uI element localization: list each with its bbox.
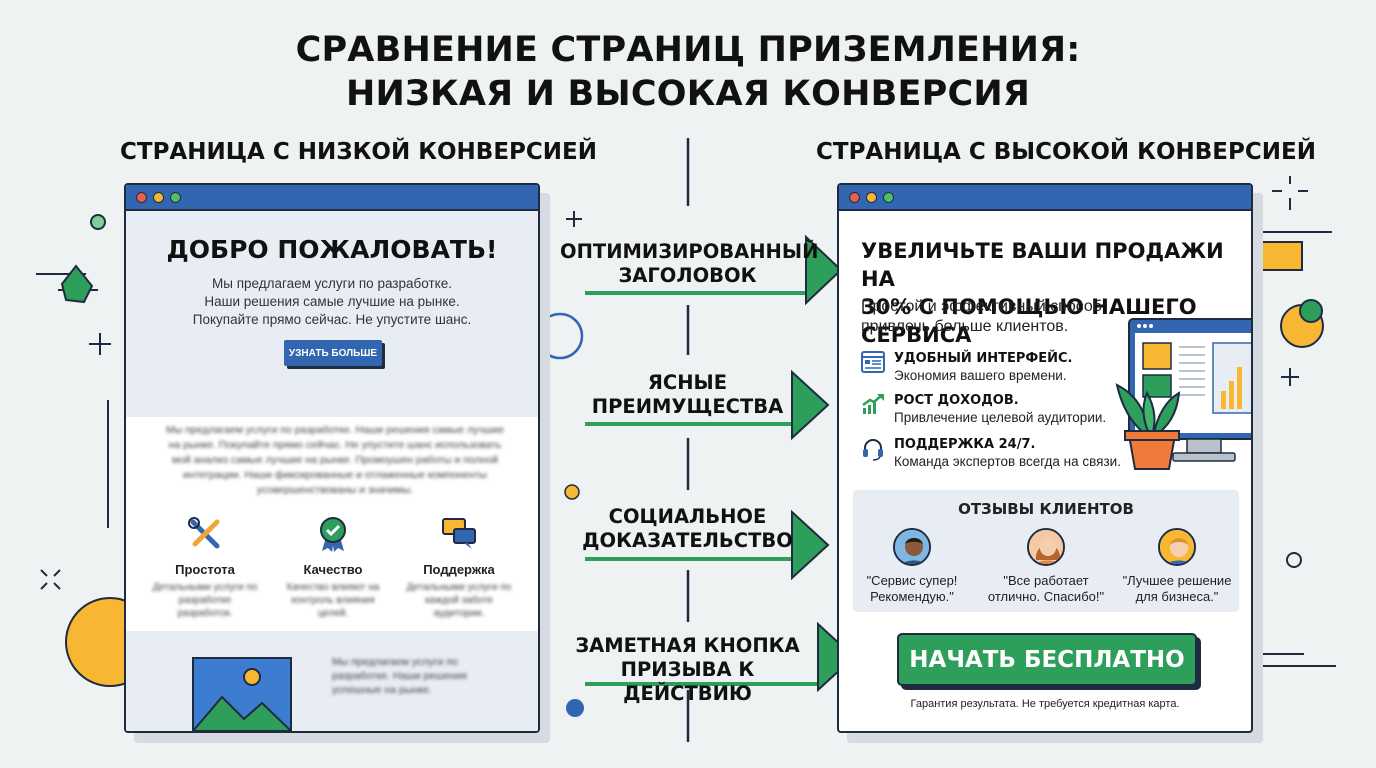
low-conversion-heading: СТРАНИЦА С НИЗКОЙ КОНВЕРСИЕЙ xyxy=(120,139,597,165)
benefit-desc: Привлечение целевой аудитории. xyxy=(894,410,1107,425)
maximize-dot-icon xyxy=(883,191,894,203)
close-dot-icon xyxy=(136,191,147,203)
benefit-desc: Экономия вашего времени. xyxy=(894,368,1067,383)
feature-desc: Детальными услуги по разработке разработ… xyxy=(152,582,258,619)
interface-icon xyxy=(861,351,885,373)
image-placeholder-icon xyxy=(192,657,292,731)
start-free-button[interactable]: НАЧАТЬ БЕСПЛАТНО xyxy=(897,633,1197,686)
benefit-growth: РОСТ ДОХОДОВ. Привлечение целевой аудито… xyxy=(861,393,1106,425)
benefit-title: РОСТ ДОХОДОВ. xyxy=(894,393,1019,408)
cta-guarantee-note: Гарантия результата. Не требуется кредит… xyxy=(910,698,1180,710)
benefit-title: УДОБНЫЙ ИНТЕРФЕЙС. xyxy=(894,351,1073,366)
review-card: "Все работает отлично. Спасибо!" xyxy=(985,528,1107,605)
headset-icon xyxy=(863,439,883,461)
deco-rectangle xyxy=(1257,241,1303,271)
high-conversion-heading: СТРАНИЦА С ВЫСОКОЙ КОНВЕРСИЕЙ xyxy=(816,139,1316,165)
benefit-desc: Команда экспертов всегда на связи. xyxy=(894,454,1121,469)
monitor-illustration xyxy=(1115,318,1251,470)
feature-simplicity: Простота Детальными услуги по разработке… xyxy=(150,515,260,620)
arrow-cta xyxy=(585,621,856,693)
deco-hexagon xyxy=(60,264,94,304)
chat-icon xyxy=(442,518,476,549)
deco-ring xyxy=(536,312,584,360)
minimize-dot-icon xyxy=(153,191,164,203)
deco-plus xyxy=(89,333,111,355)
low-footer-text: Мы предлагаем услуги по разработке. Наши… xyxy=(332,656,467,696)
low-hero-text: Мы предлагаем услуги по разработке. Наши… xyxy=(192,276,472,327)
deco-crosshair xyxy=(1272,176,1308,210)
browser-titlebar xyxy=(126,185,538,211)
deco-circle xyxy=(1299,299,1323,323)
tools-icon xyxy=(188,517,220,549)
deco-ring xyxy=(1286,552,1302,568)
growth-icon xyxy=(862,394,884,414)
avatar xyxy=(1158,528,1196,566)
feature-name: Простота xyxy=(175,562,235,577)
feature-quality: Качество Качество влияют на контроль вли… xyxy=(278,515,388,620)
deco-plus xyxy=(1281,368,1299,386)
deco-circle xyxy=(90,214,106,230)
high-hero-text: Простой и эффективный способ привлечь бо… xyxy=(861,298,1102,335)
maximize-dot-icon xyxy=(170,191,181,203)
page-title-line-1: СРАВНЕНИЕ СТРАНИЦ ПРИЗЕМЛЕНИЯ: xyxy=(295,30,1081,70)
reviews-section: ОТЗЫВЫ КЛИЕНТОВ "Сервис супер! Рекоменду… xyxy=(853,490,1239,612)
benefit-interface: УДОБНЫЙ ИНТЕРФЕЙС. Экономия вашего време… xyxy=(861,351,1072,383)
feature-name: Качество xyxy=(303,562,363,577)
deco-dot xyxy=(566,699,584,717)
deco-dot xyxy=(564,484,580,500)
avatar-woman-icon xyxy=(1029,530,1063,564)
browser-titlebar xyxy=(839,185,1251,211)
learn-more-button[interactable]: УЗНАТЬ БОЛЬШЕ xyxy=(284,340,382,366)
feature-support: Поддержка Детальными услуги по каждой за… xyxy=(404,515,514,620)
low-footer-section: Мы предлагаем услуги по разработке. Наши… xyxy=(126,631,538,731)
arrow-benefits xyxy=(585,369,830,441)
review-card: "Лучшее решение для бизнеса." xyxy=(1115,528,1239,605)
close-dot-icon xyxy=(849,191,860,203)
minimize-dot-icon xyxy=(866,191,877,203)
award-icon xyxy=(320,517,346,552)
low-hero-title: ДОБРО ПОЖАЛОВАТЬ! xyxy=(166,235,498,264)
benefit-title: ПОДДЕРЖКА 24/7. xyxy=(894,437,1036,452)
feature-desc: Детальными услуги по каждой заботе аудит… xyxy=(406,582,512,619)
deco-sparkle xyxy=(40,569,61,590)
avatar-man-blond-icon xyxy=(1160,530,1194,564)
page-title: СРАВНЕНИЕ СТРАНИЦ ПРИЗЕМЛЕНИЯ: НИЗКАЯ И … xyxy=(0,28,1376,116)
high-hero-title: УВЕЛИЧЬТЕ ВАШИ ПРОДАЖИ НА 30% С ПОМОЩЬЮ … xyxy=(861,239,1224,347)
page-title-line-2: НИЗКАЯ И ВЫСОКАЯ КОНВЕРСИЯ xyxy=(346,74,1030,114)
low-hero-section xyxy=(126,211,538,417)
deco-plus xyxy=(566,211,582,227)
arrow-social-proof xyxy=(585,509,830,581)
feature-name: Поддержка xyxy=(423,562,495,577)
feature-desc: Качество влияют на контроль влияния целе… xyxy=(286,582,380,619)
avatar-man-icon xyxy=(895,530,929,564)
low-conversion-window: ДОБРО ПОЖАЛОВАТЬ! Мы предлагаем услуги п… xyxy=(124,183,540,733)
avatar xyxy=(1027,528,1065,566)
arrow-headline xyxy=(585,234,843,306)
avatar xyxy=(893,528,931,566)
reviews-title: ОТЗЫВЫ КЛИЕНТОВ xyxy=(958,500,1134,518)
review-card: "Сервис супер! Рекомендую." xyxy=(853,528,971,605)
benefit-support: ПОДДЕРЖКА 24/7. Команда экспертов всегда… xyxy=(861,437,1121,469)
high-conversion-window: УВЕЛИЧЬТЕ ВАШИ ПРОДАЖИ НА 30% С ПОМОЩЬЮ … xyxy=(837,183,1253,733)
low-blurred-paragraph: Мы предлагаем услуги по разработке. Наши… xyxy=(166,424,504,496)
